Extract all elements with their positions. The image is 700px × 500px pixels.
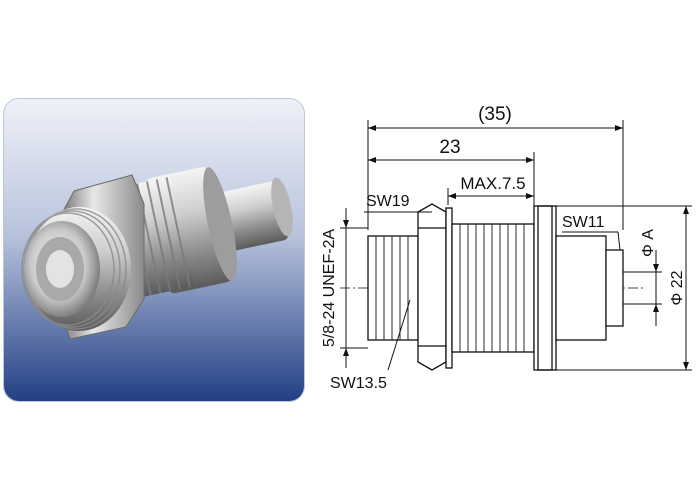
connector-photo: [4, 99, 304, 401]
product-photo-panel: [3, 98, 305, 402]
flange-outline: [533, 205, 557, 371]
thread-marks: [375, 224, 525, 352]
body-thread-outline: [451, 223, 535, 353]
front-thread-outline: [367, 235, 419, 341]
dim-overall-label: (35): [478, 104, 512, 125]
washer-outline: [445, 207, 453, 369]
sw13-5-label: SW13.5: [330, 375, 387, 392]
dia-a-label: Φ A: [640, 229, 657, 257]
sw19-label: SW19: [366, 193, 410, 210]
leader-sw13-5: [387, 299, 411, 371]
technical-drawing: (35) 23 MAX.7.5 SW19 SW11 SW13.5 5/8-24 …: [321, 104, 692, 392]
rear-nut-outline: [605, 249, 624, 327]
thread-spec-label: 5/8-24 UNEF-2A: [321, 229, 338, 348]
sw11-label: SW11: [562, 214, 604, 231]
dim-length-label: 23: [439, 137, 460, 158]
front-thread: [21, 207, 131, 331]
hex-nut-outline: [417, 203, 447, 371]
dia-22-label: Φ 22: [669, 270, 686, 305]
dim-max-label: MAX.7.5: [460, 174, 525, 193]
rear-body-outline: [555, 235, 607, 341]
